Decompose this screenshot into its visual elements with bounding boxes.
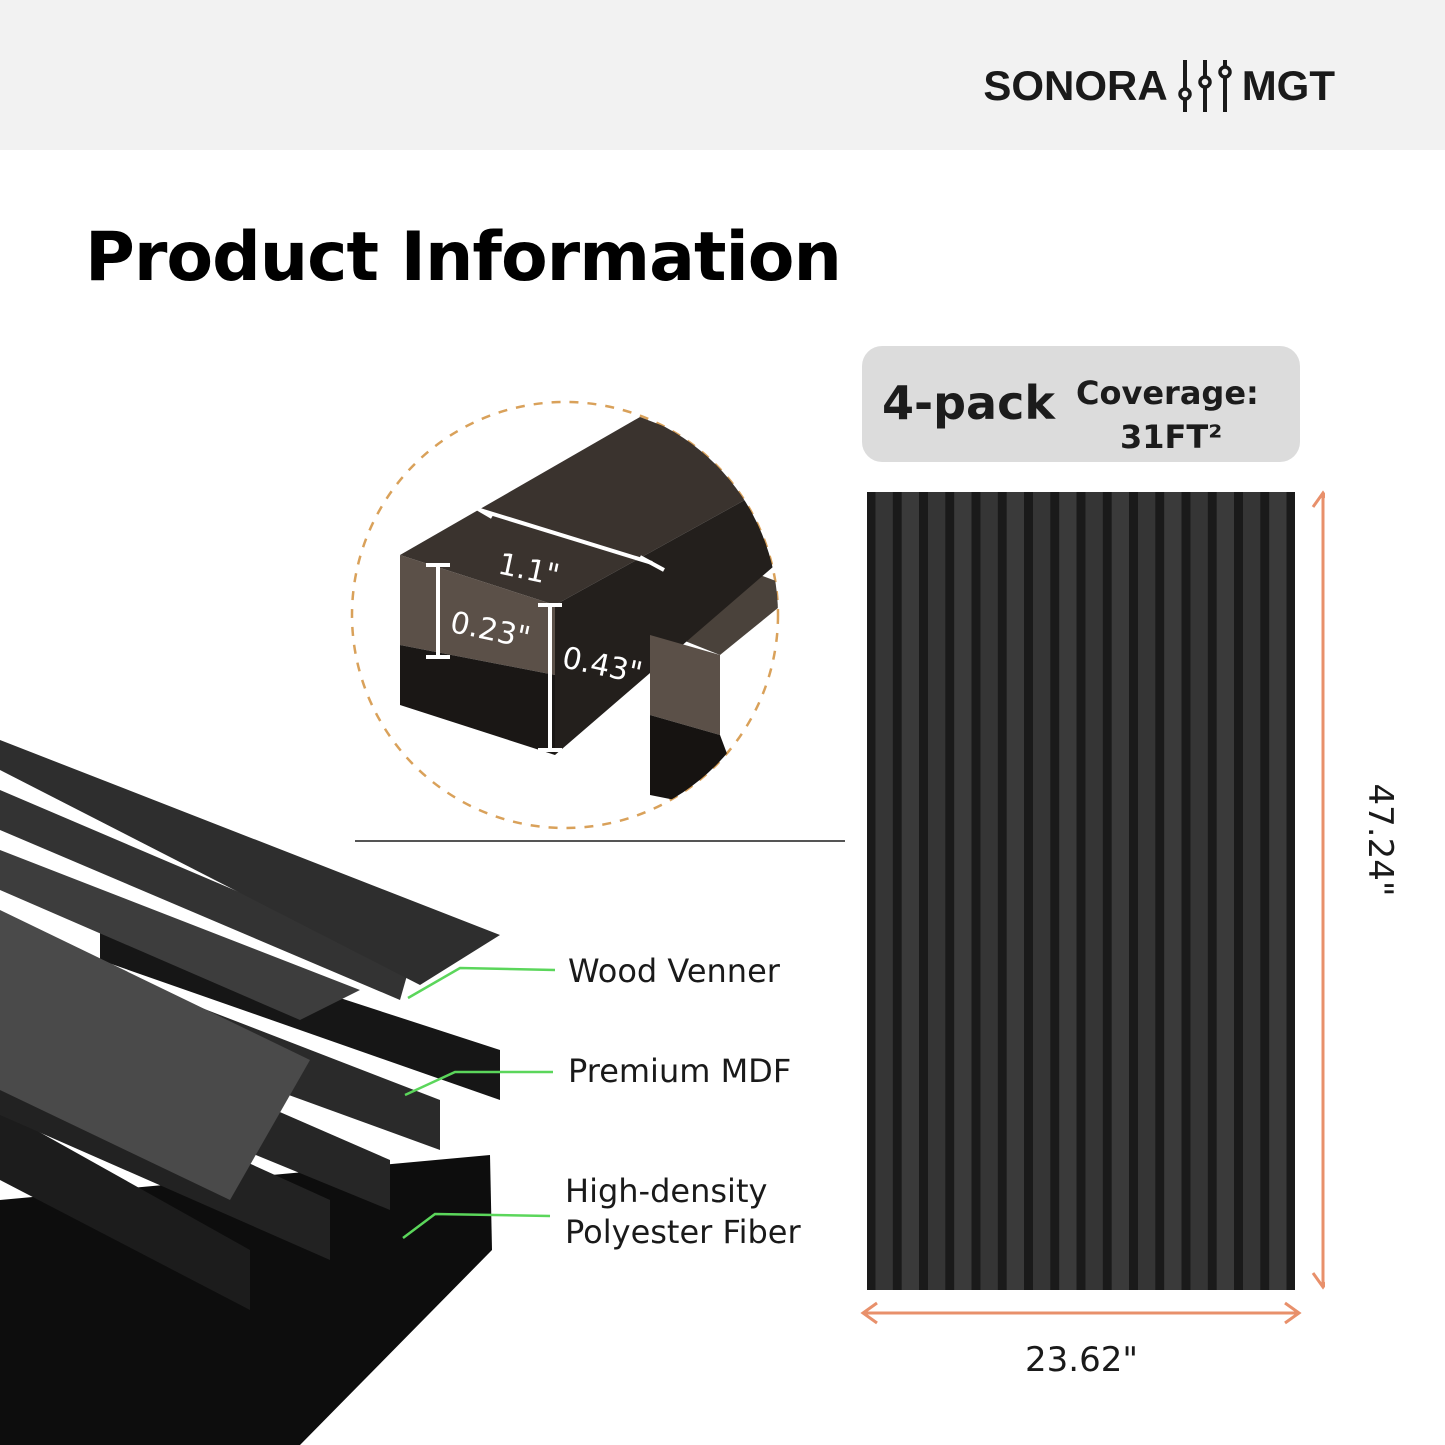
panel-slat: [1216, 492, 1234, 1290]
page-title: Product Information: [85, 218, 842, 297]
brand-name-right: MGT: [1241, 62, 1335, 109]
coverage-card: 4-pack Coverage: 31FT²: [862, 346, 1300, 462]
panel-slat: [1033, 492, 1051, 1290]
coverage-label: Coverage:: [1076, 374, 1259, 412]
brand-name-left: SONORA: [983, 62, 1168, 109]
layer-label-mdf: Premium MDF: [568, 1052, 792, 1090]
panel-slat: [1059, 492, 1077, 1290]
layer-label-fiber-line1: High-density: [565, 1172, 768, 1210]
equalizer-icon: [1177, 60, 1232, 112]
panel-slat: [1006, 492, 1024, 1290]
acoustic-panel-image: [860, 490, 1325, 1325]
wood-veneer-layer: [0, 740, 500, 985]
header-bar: SONORA MGT: [0, 0, 1445, 150]
panel-slat: [901, 492, 919, 1290]
leader-lines: [402, 966, 556, 1239]
width-dimension-arrow: [860, 1301, 1302, 1325]
panel-slat: [875, 492, 893, 1290]
panel-slat: [1164, 492, 1182, 1290]
layer-stack-image: [0, 740, 556, 1445]
panel-slat: [1269, 492, 1287, 1290]
panel-slat: [1243, 492, 1261, 1290]
panel-slat: [1138, 492, 1156, 1290]
panel-slat: [1085, 492, 1103, 1290]
panel-slat: [1111, 492, 1129, 1290]
coverage-value: 31FT²: [1120, 418, 1223, 456]
layer-label-wood-veneer: Wood Venner: [568, 952, 780, 990]
pack-count: 4-pack: [882, 376, 1055, 430]
panel-slat: [1190, 492, 1208, 1290]
panel-slat: [928, 492, 946, 1290]
detail-circle-outline: [350, 400, 780, 830]
brand-logo: SONORA MGT: [983, 58, 1335, 114]
layer-label-fiber-line2: Polyester Fiber: [565, 1213, 801, 1251]
panel-slats: [875, 492, 1287, 1290]
panel-width-label: 23.62": [1025, 1340, 1138, 1380]
panel-slat: [954, 492, 972, 1290]
height-dimension-arrow: [1311, 490, 1325, 1290]
panel-slat: [980, 492, 998, 1290]
profile-detail-image: 1.1" 0.23" 0.43": [350, 400, 845, 842]
panel-height-label: 47.24": [1360, 783, 1400, 897]
measurement-markers: [426, 501, 665, 752]
